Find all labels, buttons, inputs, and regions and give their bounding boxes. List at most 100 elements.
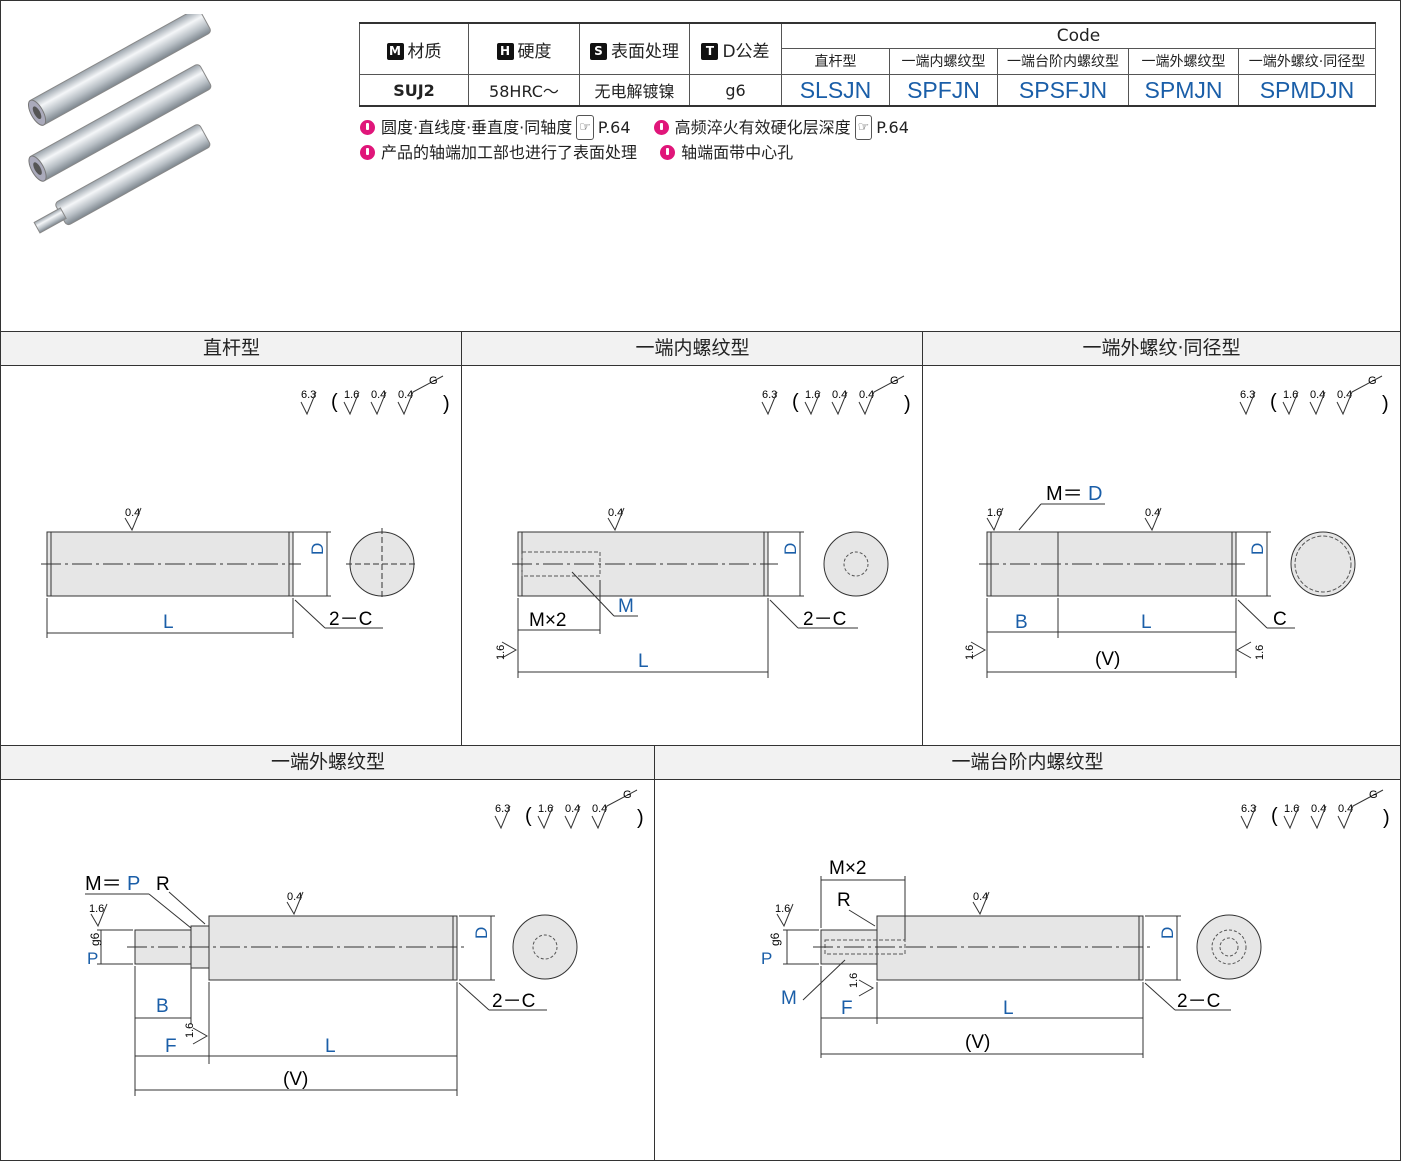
- svg-text:0.4: 0.4: [608, 507, 623, 519]
- info-pin-icon: [660, 145, 676, 160]
- svg-text:M＝: M＝: [85, 873, 122, 895]
- svg-text:P: P: [87, 949, 98, 968]
- svg-text:6.3: 6.3: [301, 389, 316, 401]
- svg-text:(: (: [525, 805, 532, 827]
- svg-text:g6: g6: [88, 932, 102, 946]
- svg-text:g6: g6: [768, 932, 782, 946]
- section-outer-same: 一端外螺纹·同径型 6.3 ( 1.6 0.4 0.4 G ) M＝D 1.6 …: [922, 331, 1400, 746]
- section-inner-thread: 一端内螺纹型 6.3 ( 1.6 0.4 0.4 G ) 0.4 D M×2 M…: [461, 331, 923, 746]
- svg-text:1.6: 1.6: [775, 903, 790, 915]
- svg-text:(: (: [792, 391, 799, 413]
- surface-finish-symbol: 6.3 ( 1.6 0.4 0.4 G ): [300, 375, 450, 416]
- svg-text:0.4: 0.4: [832, 389, 847, 401]
- pointing-hand-icon: ☞: [854, 115, 873, 140]
- drawing-outer-same: 6.3 ( 1.6 0.4 0.4 G ) M＝D 1.6 0.4 D B L …: [964, 375, 1389, 678]
- svg-text:D: D: [308, 543, 327, 555]
- svg-text:): ): [443, 393, 450, 415]
- svg-text:0.4: 0.4: [565, 803, 580, 815]
- svg-text:0.4: 0.4: [1145, 507, 1160, 519]
- code-value[interactable]: SPSFJN: [997, 74, 1129, 107]
- surface-value: 无电解镀镍: [579, 74, 690, 107]
- svg-text:M×2: M×2: [829, 858, 867, 879]
- code-type: 一端内螺纹型: [889, 47, 998, 76]
- svg-text:L: L: [638, 651, 649, 672]
- section-step-inner: 一端台阶内螺纹型 6.3 ( 1.6 0.4 0.4 G ) M×2 R 1.6…: [654, 745, 1400, 1160]
- svg-text:M: M: [781, 988, 797, 1009]
- section-title: 一端外螺纹型: [1, 746, 655, 780]
- material-value: SUJ2: [359, 74, 469, 107]
- svg-text:1.6: 1.6: [1284, 803, 1299, 815]
- svg-text:L: L: [325, 1036, 336, 1057]
- info-pin-icon: [360, 120, 375, 135]
- svg-text:6.3: 6.3: [762, 389, 777, 401]
- info-pin-icon: [360, 145, 375, 160]
- end-view: [512, 914, 578, 980]
- code-value[interactable]: SPMDJN: [1238, 74, 1376, 107]
- svg-text:1.6: 1.6: [538, 803, 553, 815]
- code-type: 一端台阶内螺纹型: [997, 47, 1129, 76]
- svg-text:1.6: 1.6: [848, 973, 860, 988]
- svg-text:0.4: 0.4: [1311, 803, 1326, 815]
- note-item: 产品的轴端加工部也进行了表面处理: [360, 141, 637, 164]
- svg-text:6.3: 6.3: [1241, 803, 1256, 815]
- svg-text:1.6: 1.6: [184, 1023, 196, 1038]
- svg-text:D: D: [1158, 927, 1177, 939]
- drawing-inner-thread: 6.3 ( 1.6 0.4 0.4 G ) 0.4 D M×2 M L 1.6 …: [495, 375, 911, 678]
- svg-text:D: D: [1088, 483, 1102, 505]
- svg-text:F: F: [165, 1036, 177, 1057]
- svg-text:L: L: [1141, 612, 1152, 633]
- svg-text:0.4: 0.4: [371, 389, 386, 401]
- surface-finish-symbol: 6.3 ( 1.6 0.4 0.4 G ): [494, 789, 644, 830]
- page-ref-link[interactable]: P.64: [876, 118, 909, 137]
- note-item: 圆度·直线度·垂直度·同轴度☞P.64: [360, 115, 631, 140]
- notes: 圆度·直线度·垂直度·同轴度☞P.64 高频淬火有效硬化层深度☞P.64 产品的…: [360, 115, 927, 166]
- section-title: 一端台阶内螺纹型: [655, 746, 1400, 780]
- end-view: [1290, 531, 1356, 597]
- section-outer-thread: 一端外螺纹型 6.3 ( 1.6 0.4 0.4 G ) M＝P R 1.6 0…: [0, 745, 655, 1160]
- svg-text:G: G: [1368, 375, 1377, 387]
- end-view: [1196, 914, 1262, 980]
- svg-text:0.4: 0.4: [592, 803, 607, 815]
- svg-text:0.4: 0.4: [859, 389, 874, 401]
- svg-text:G: G: [623, 789, 632, 801]
- svg-text:): ): [904, 393, 911, 415]
- svg-text:6.3: 6.3: [1240, 389, 1255, 401]
- svg-text:P: P: [127, 873, 140, 895]
- svg-text:0.4: 0.4: [125, 507, 140, 519]
- code-value[interactable]: SPFJN: [889, 74, 998, 107]
- code-type: 直杆型: [781, 47, 890, 76]
- svg-text:(: (: [331, 391, 338, 413]
- code-header: Code: [781, 21, 1376, 49]
- product-photo: [27, 14, 212, 234]
- note-item: 高频淬火有效硬化层深度☞P.64: [653, 115, 909, 140]
- svg-text:1.6: 1.6: [1254, 645, 1266, 660]
- svg-text:): ): [637, 807, 644, 829]
- svg-text:0.4: 0.4: [973, 891, 988, 903]
- svg-text:1.6: 1.6: [1283, 389, 1298, 401]
- svg-text:P: P: [761, 949, 772, 968]
- section-title: 直杆型: [1, 332, 462, 366]
- shaft-body: [876, 915, 1144, 981]
- section-title: 一端内螺纹型: [462, 332, 923, 366]
- drawing-straight: 6.3 ( 1.6 0.4 0.4 G ) 0.4 D L 2－C: [41, 375, 450, 638]
- svg-text:0.4: 0.4: [1337, 389, 1352, 401]
- svg-text:F: F: [841, 998, 853, 1019]
- code-value[interactable]: SLSJN: [781, 74, 890, 107]
- svg-text:C: C: [1273, 609, 1287, 630]
- svg-text:2－C: 2－C: [1177, 991, 1220, 1012]
- section-title: 一端外螺纹·同径型: [923, 332, 1400, 366]
- hardness-value: 58HRC～: [468, 74, 580, 107]
- svg-text:G: G: [429, 375, 438, 387]
- page-ref-link[interactable]: P.64: [597, 118, 631, 137]
- svg-text:M＝: M＝: [1046, 483, 1083, 505]
- svg-text:(: (: [1271, 805, 1278, 827]
- svg-text:(V): (V): [1095, 649, 1120, 670]
- svg-text:1.6: 1.6: [495, 645, 507, 660]
- pointing-hand-icon: ☞: [576, 115, 594, 140]
- svg-text:D: D: [781, 543, 800, 555]
- code-value[interactable]: SPMJN: [1128, 74, 1239, 107]
- svg-text:R: R: [837, 890, 851, 911]
